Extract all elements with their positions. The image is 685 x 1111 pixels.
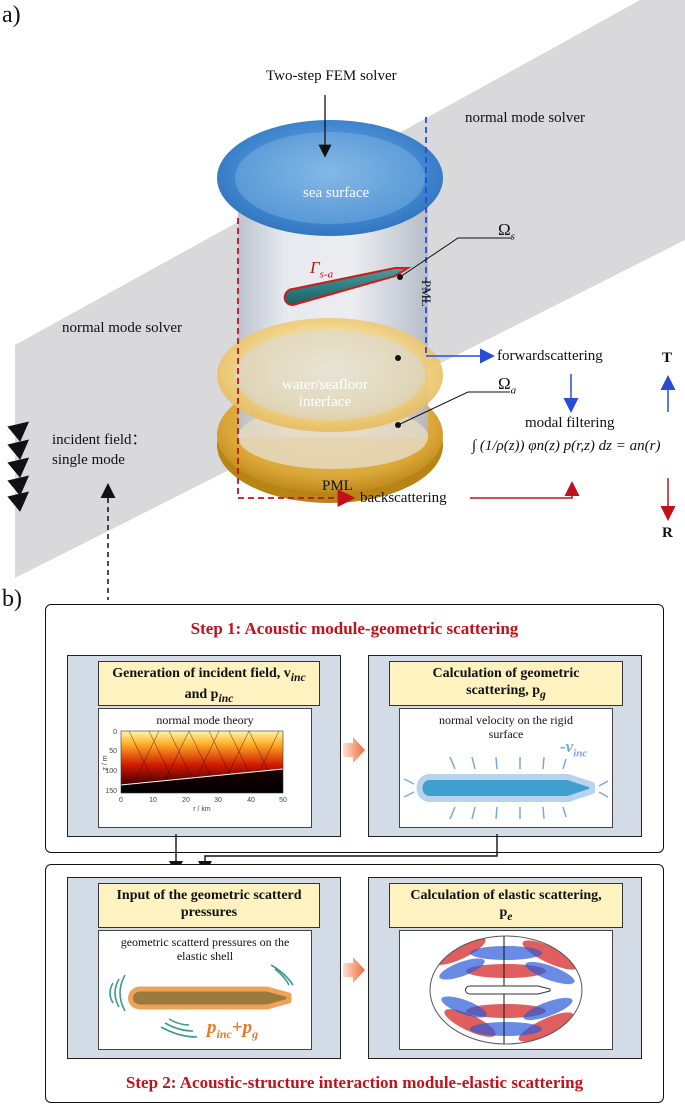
rigid-surface-figure [403,756,609,820]
panel-b-label: b) [2,586,22,612]
modal-filtering-equation: ∫ (1/ρ(z)) φn(z) p(r,z) dz = an(r) [472,438,661,454]
step2-box: Step 2: Acoustic-structure interaction m… [45,864,664,1103]
rigid-surface-frame: normal velocity on the rigid surface -vi… [399,708,613,828]
elastic-scattering-header: Calculation of elastic scattering, pe [389,883,623,928]
incident-field-panel: Generation of incident field, vinc and p… [67,655,341,837]
pinc-plus-pg-label: pinc+pg [207,1017,259,1041]
incident-field-header: Generation of incident field, vinc and p… [98,661,320,706]
normal-mode-solver-right-label: normal mode solver [465,110,585,126]
reflection-label: R [662,525,673,541]
red-dashed-boundary [237,218,356,507]
heatmap-xtick: 50 [279,797,287,804]
interface-label: water/seafloor interface [282,377,368,410]
incident-field-label: incident field： single mode [52,432,147,468]
transmission-label: T [662,350,673,366]
heatmap-ytick: 50 [109,748,117,755]
modal-filtering-label: modal filtering [525,415,615,431]
fem-solver-label: Two-step FEM solver [266,68,397,84]
omega-a-label: Ωa [498,374,517,397]
step1-flow-arrow [343,737,365,763]
step1-box: Step 1: Acoustic module-geometric scatte… [45,604,664,853]
scattered-pressure-caption: geometric scatterd pressures on the elas… [120,935,290,963]
panel-a-diagram [7,0,685,600]
neg-vinc-label: -vinc [560,737,588,760]
normal-mode-heatmap: 0 50 100 150 0 10 20 30 40 50 r / km z /… [102,729,287,813]
elastic-scattering-panel: Calculation of elastic scattering, pe [368,877,642,1059]
heatmap-xtick: 40 [247,797,255,804]
rigid-hull-shape [416,774,595,802]
heatmap-ytick: 0 [113,729,117,736]
panel-a-label: a) [2,2,21,28]
normal-mode-plot-frame: normal mode theory [98,708,312,828]
normal-mode-solver-left-label: normal mode solver [62,320,182,336]
heatmap-xtick: 20 [182,797,190,804]
geometric-pressure-input-panel: Input of the geometric scatterd pressure… [67,877,341,1059]
pml-bottom-label: PML [322,478,353,494]
heatmap-ytick: 150 [105,788,117,795]
normal-velocity-caption: normal velocity on the rigid surface [439,713,573,741]
incident-field-arrows [7,421,30,512]
elastic-scattering-field [429,935,583,1045]
geometric-scattering-header: Calculation of geometric scattering, pg [389,661,623,706]
normal-mode-theory-caption: normal mode theory [156,713,254,727]
gamma-sa-label: Γs-a [310,258,334,281]
heatmap-ytick: 100 [105,768,117,775]
geometric-pressure-input-header: Input of the geometric scatterd pressure… [98,883,320,928]
backscattering-label: backscattering [360,490,447,506]
elastic-shell-hull [128,986,292,1010]
sea-surface-disc [217,120,443,236]
step2-flow-arrow [343,957,365,983]
heatmap-xtick: 10 [149,797,157,804]
submarine-shape [283,267,412,307]
geometric-scattering-panel: Calculation of geometric scattering, pg … [368,655,642,837]
elastic-field-frame [399,930,613,1050]
elastic-shell-figure [109,964,294,1038]
omega-s-label: Ωs [498,220,515,243]
heatmap-ylabel: z / m [102,755,109,770]
sea-surface-label: sea surface [303,185,370,201]
step2-title: Step 2: Acoustic-structure interaction m… [125,1073,584,1092]
forwardscattering-label: forwardscattering [497,348,603,364]
pml-vertical-label: PML [419,280,434,307]
elastic-shell-pressure-frame: geometric scatterd pressures on the elas… [98,930,312,1050]
heatmap-xlabel: r / km [193,806,211,813]
heatmap-xtick: 0 [119,797,123,804]
heatmap-xtick: 30 [214,797,222,804]
step1-title: Step 1: Acoustic module-geometric scatte… [190,619,519,638]
